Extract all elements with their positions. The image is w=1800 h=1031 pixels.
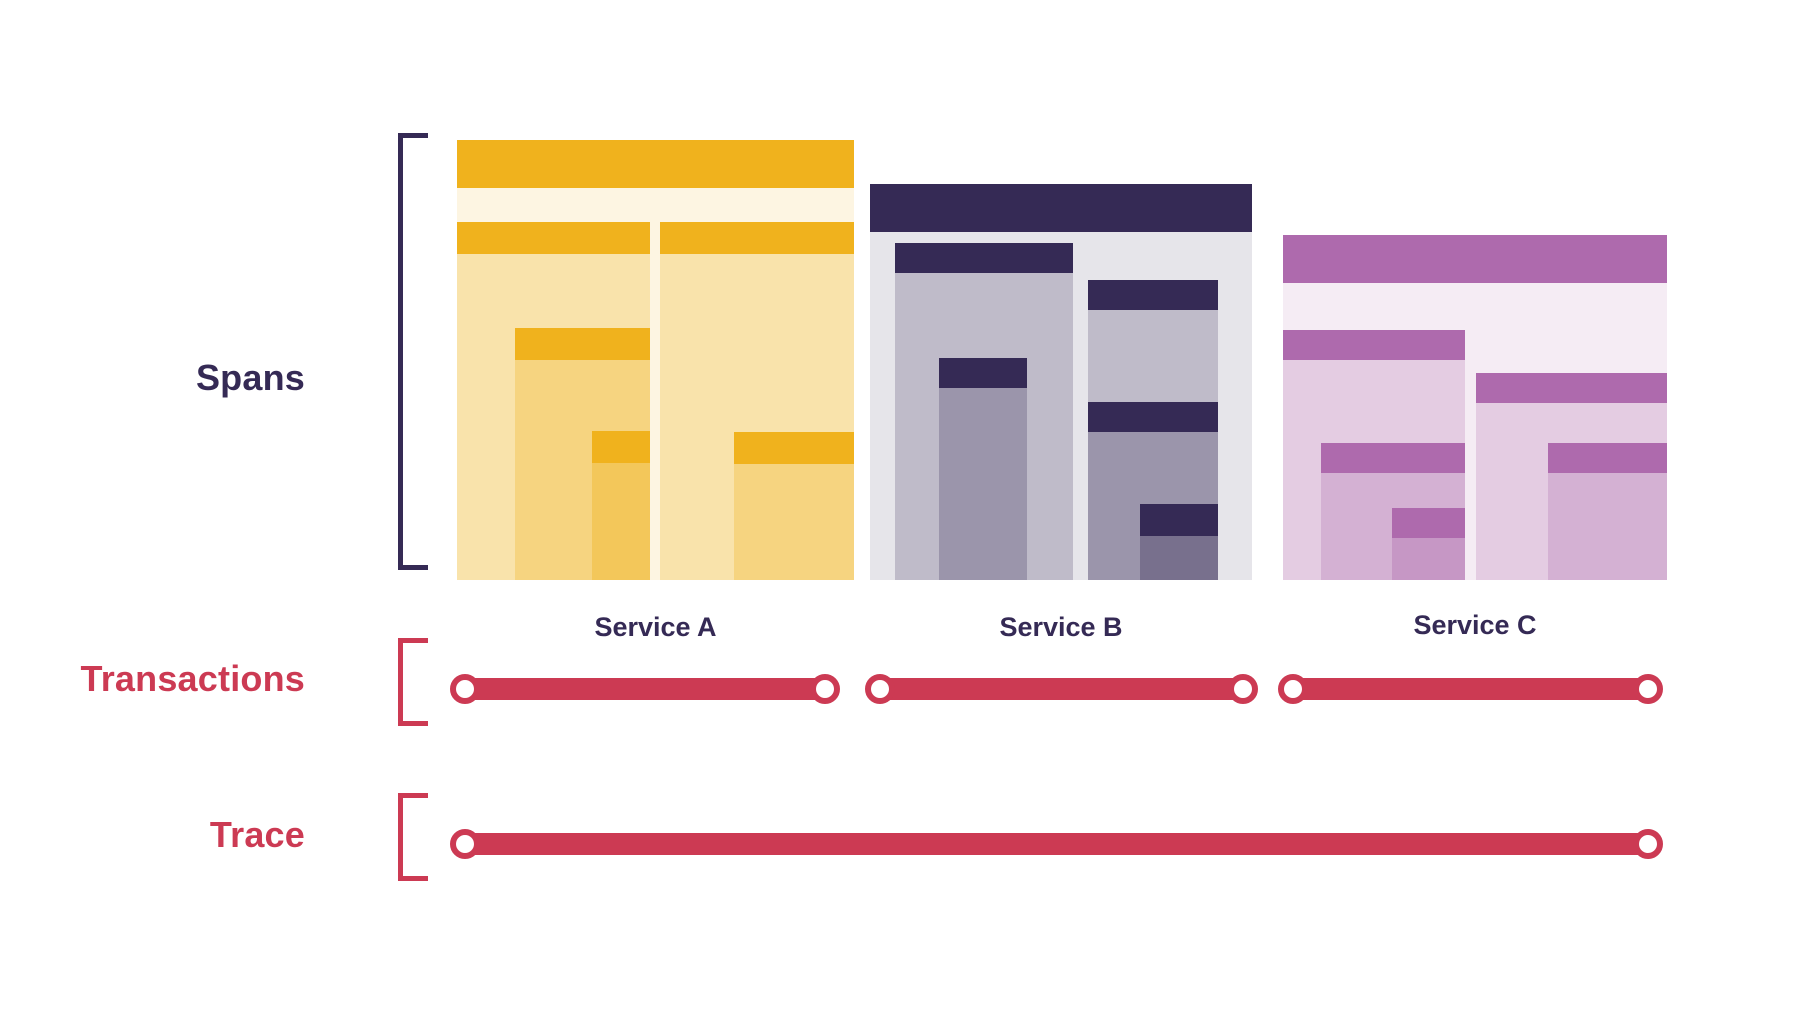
span-c-grandchild-1-head bbox=[1321, 443, 1465, 473]
span-b-grandchild-2-head bbox=[1088, 402, 1218, 432]
transaction-bar-b[interactable] bbox=[875, 678, 1243, 700]
span-c-child-1-head bbox=[1283, 330, 1465, 360]
transaction-c-start-node[interactable] bbox=[1278, 674, 1308, 704]
span-a-grandchild-1-head bbox=[515, 328, 650, 360]
trace-bar[interactable] bbox=[460, 833, 1643, 855]
row-label-transactions: Transactions bbox=[80, 658, 305, 699]
span-a-leaf-1[interactable] bbox=[592, 431, 650, 580]
span-a-child-2[interactable] bbox=[660, 222, 854, 580]
transaction-c-end-node[interactable] bbox=[1633, 674, 1663, 704]
span-c-child-2-head bbox=[1476, 373, 1667, 403]
transaction-a-start-node[interactable] bbox=[450, 674, 480, 704]
bracket-trace bbox=[398, 793, 433, 881]
transaction-b-end-node[interactable] bbox=[1228, 674, 1258, 704]
bracket-trace-tick-top bbox=[398, 793, 428, 798]
service-caption-b: Service B bbox=[999, 612, 1123, 642]
span-c-leaf-1-head bbox=[1392, 508, 1465, 538]
service-group-b bbox=[870, 184, 1252, 580]
span-b-grandchild-1-head bbox=[939, 358, 1027, 388]
service-caption-c: Service C bbox=[1413, 610, 1537, 640]
span-c-root[interactable] bbox=[1283, 235, 1667, 580]
trace-end-node[interactable] bbox=[1633, 829, 1663, 859]
transaction-a-end-node[interactable] bbox=[810, 674, 840, 704]
span-c-child-2[interactable] bbox=[1476, 373, 1667, 580]
row-label-trace: Trace bbox=[209, 814, 305, 855]
span-a-grandchild-2[interactable] bbox=[734, 432, 854, 580]
span-c-root-head bbox=[1283, 235, 1667, 283]
bracket-transactions bbox=[398, 638, 433, 726]
transaction-b-start-node[interactable] bbox=[865, 674, 895, 704]
span-b-leaf-1[interactable] bbox=[1140, 504, 1218, 580]
span-b-child-1[interactable] bbox=[895, 243, 1073, 580]
span-a-grandchild-1[interactable] bbox=[515, 328, 650, 580]
bracket-spans-vline bbox=[398, 133, 403, 570]
span-a-child-1[interactable] bbox=[457, 222, 650, 580]
bracket-spans-tick-bottom bbox=[398, 565, 428, 570]
span-b-child-1-head bbox=[895, 243, 1073, 273]
service-group-a bbox=[457, 140, 854, 580]
bracket-trace-vline bbox=[398, 793, 403, 881]
bracket-transactions-tick-top bbox=[398, 638, 428, 643]
row-label-spans: Spans bbox=[195, 357, 305, 398]
bracket-spans bbox=[398, 133, 433, 570]
trace-start-node[interactable] bbox=[450, 829, 480, 859]
span-c-leaf-1[interactable] bbox=[1392, 508, 1465, 580]
span-b-child-2-head bbox=[1088, 280, 1218, 310]
span-b-root-head bbox=[870, 184, 1252, 232]
bracket-transactions-tick-bottom bbox=[398, 721, 428, 726]
span-a-grandchild-2-head bbox=[734, 432, 854, 464]
span-a-leaf-1-head bbox=[592, 431, 650, 463]
span-b-leaf-1-head bbox=[1140, 504, 1218, 536]
bracket-spans-tick-top bbox=[398, 133, 428, 138]
span-a-root-head bbox=[457, 140, 854, 188]
span-a-child-2-head bbox=[660, 222, 854, 254]
span-b-grandchild-1[interactable] bbox=[939, 358, 1027, 580]
service-group-c bbox=[1283, 235, 1667, 580]
transaction-bar-a[interactable] bbox=[460, 678, 825, 700]
spans-area bbox=[457, 140, 1667, 580]
span-b-grandchild-2[interactable] bbox=[1088, 402, 1218, 580]
transaction-bar-c[interactable] bbox=[1288, 678, 1643, 700]
bracket-trace-tick-bottom bbox=[398, 876, 428, 881]
span-a-child-1-head bbox=[457, 222, 650, 254]
bracket-transactions-vline bbox=[398, 638, 403, 726]
span-c-grandchild-2-head bbox=[1548, 443, 1667, 473]
span-a-root[interactable] bbox=[457, 140, 854, 580]
service-caption-a: Service A bbox=[594, 612, 717, 642]
span-c-grandchild-2[interactable] bbox=[1548, 443, 1667, 580]
